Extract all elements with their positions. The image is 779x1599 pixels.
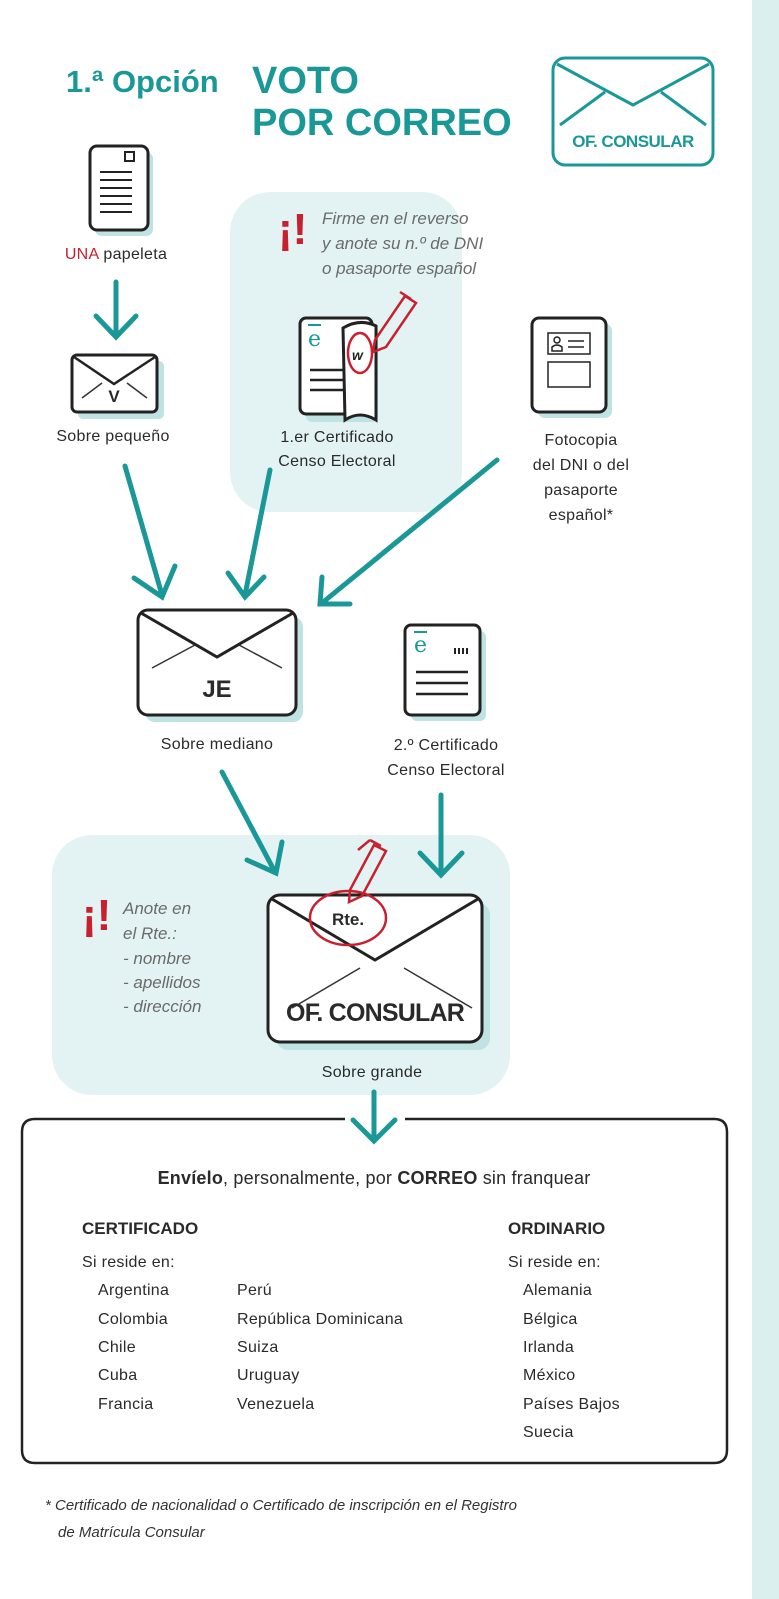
- certificate1-label: Censo Electoral: [278, 453, 396, 470]
- large-envelope-label: Sobre grande: [321, 1064, 423, 1081]
- footnote-line: * Certificado de nacionalidad o Certific…: [45, 1497, 517, 1514]
- country-item: Chile: [98, 1339, 136, 1356]
- large-envelope-icon: [266, 838, 490, 1050]
- country-item: Suecia: [523, 1424, 574, 1441]
- country-item: México: [523, 1367, 576, 1384]
- notice-line: Firme en el reverso: [322, 209, 469, 228]
- country-item: Argentina: [98, 1282, 170, 1299]
- consular-envelope-icon: [551, 56, 715, 167]
- country-item: República Dominicana: [237, 1311, 404, 1328]
- right-edge-strip: [752, 0, 779, 1599]
- footnote-line: de Matrícula Consular: [58, 1524, 205, 1541]
- ballot-label: UNA papeleta: [65, 247, 167, 263]
- photocopy-label: Fotocopia: [544, 432, 618, 449]
- medium-envelope-label: Sobre mediano: [160, 736, 274, 753]
- alert-icon: ¡!: [278, 205, 308, 254]
- headline-bold: CORREO: [397, 1168, 478, 1188]
- consular-badge-label: OF. CONSULAR: [572, 132, 694, 151]
- headline-text: sin franquear: [477, 1168, 591, 1188]
- country-item: Cuba: [98, 1367, 138, 1384]
- notice-line: - apellidos: [123, 973, 201, 992]
- headline-text: , personalmente, por: [223, 1168, 398, 1188]
- small-envelope-icon: [70, 353, 164, 419]
- large-envelope-mark: OF. CONSULAR: [286, 999, 465, 1027]
- photocopy-label: del DNI o del: [532, 457, 630, 474]
- country-item: Colombia: [98, 1311, 168, 1328]
- certificate2-label: Censo Electoral: [387, 762, 505, 779]
- country-item: Irlanda: [523, 1339, 575, 1356]
- ordinario-title: ORDINARIO: [508, 1219, 606, 1238]
- country-item: Países Bajos: [523, 1396, 620, 1413]
- flow-arrows: [93, 279, 500, 1145]
- notice-line: Anote en: [123, 899, 192, 918]
- photocopy-label: español*: [548, 507, 614, 524]
- ballot-text: papeleta: [98, 246, 168, 263]
- notice-line: - dirección: [123, 997, 202, 1016]
- svg-text:w: w: [352, 347, 364, 363]
- page-title-line1: VOTO: [252, 60, 359, 102]
- medium-envelope-mark: JE: [202, 676, 232, 703]
- country-item: Suiza: [237, 1339, 279, 1356]
- shipping-box-border: [20, 1117, 729, 1465]
- headline-bold: Envíelo: [157, 1168, 224, 1188]
- option-label: 1.ª Opción: [66, 64, 219, 99]
- certificate2-label: 2.º Certificado: [393, 737, 499, 754]
- country-item: Venezuela: [237, 1396, 315, 1413]
- small-envelope-mark: V: [108, 387, 120, 406]
- ballot-icon: [88, 144, 153, 236]
- shipping-headline: Envíelo, personalmente, por CORREO sin f…: [158, 1169, 591, 1187]
- country-item: Perú: [237, 1282, 272, 1299]
- medium-envelope-icon: [136, 608, 303, 722]
- certificate1-label: 1.er Certificado: [280, 429, 394, 446]
- country-item: Alemania: [523, 1282, 593, 1299]
- certificate-signed-icon: e w: [298, 290, 418, 423]
- small-envelope-label: Sobre pequeño: [56, 428, 170, 445]
- certificado-subtitle: Si reside en:: [82, 1254, 175, 1271]
- notice-line: el Rte.:: [123, 924, 177, 943]
- notice-line: o pasaporte español: [322, 259, 477, 278]
- alert-icon: ¡!: [82, 891, 112, 940]
- notice-line: - nombre: [123, 949, 192, 968]
- country-item: Bélgica: [523, 1311, 578, 1328]
- notice-line: y anote su n.º de DNI: [322, 234, 484, 253]
- ordinario-subtitle: Si reside en:: [508, 1254, 601, 1271]
- certificado-title: CERTIFICADO: [82, 1219, 199, 1238]
- id-photocopy-icon: [530, 316, 612, 418]
- photocopy-label: pasaporte: [544, 482, 618, 499]
- page-title-line2: POR CORREO: [252, 102, 512, 144]
- country-item: Francia: [98, 1396, 154, 1413]
- ballot-highlight: UNA: [64, 246, 99, 263]
- sender-field-label: Rte.: [331, 910, 365, 929]
- svg-text:e: e: [414, 633, 427, 658]
- country-item: Uruguay: [237, 1367, 300, 1384]
- certificate-icon: e: [403, 623, 486, 721]
- svg-text:e: e: [308, 327, 321, 352]
